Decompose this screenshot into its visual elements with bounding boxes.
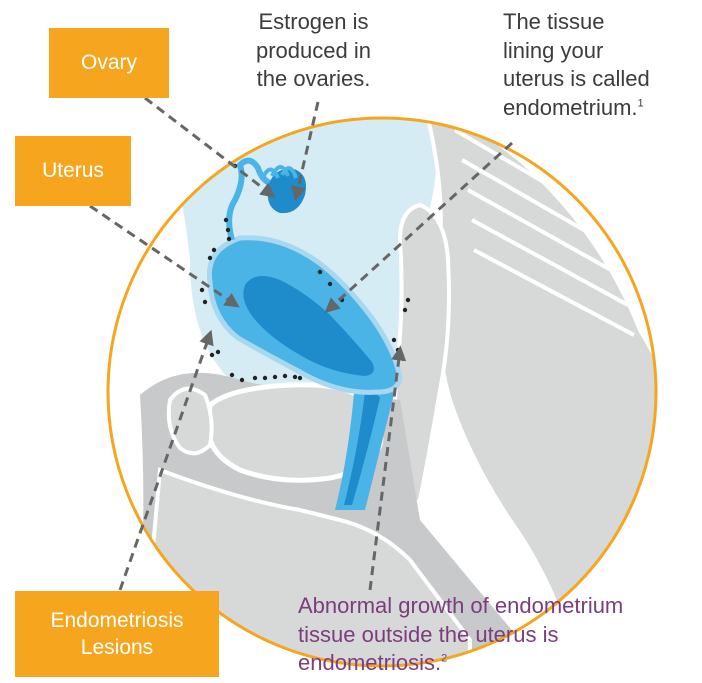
- ovary-label: Ovary: [49, 28, 169, 98]
- reference-2: 2: [441, 653, 447, 665]
- pubic-bone: [169, 389, 212, 454]
- endometrium-caption-line: The tissue: [503, 8, 650, 37]
- estrogen-caption-line: produced in: [256, 37, 371, 66]
- estrogen-caption-line: Estrogen is: [256, 8, 371, 37]
- uterus-label-text: Uterus: [42, 157, 104, 184]
- endometrium-caption-line: endometrium.1: [503, 94, 650, 123]
- ovary-label-text: Ovary: [81, 49, 137, 76]
- reference-1: 1: [638, 97, 644, 109]
- endometrium-caption-line: uterus is called: [503, 65, 650, 94]
- endometriosis-caption-line: Abnormal growth of endometrium: [298, 592, 623, 621]
- endometriosis-caption-text: endometriosis.: [298, 650, 441, 675]
- uterus-label: Uterus: [15, 136, 131, 206]
- estrogen-caption-line: the ovaries.: [256, 65, 371, 94]
- endometrium-caption-text: endometrium.: [503, 95, 638, 120]
- endometriosis-caption-line: endometriosis.2: [298, 649, 623, 678]
- lesions-label: Endometriosis Lesions: [15, 591, 219, 677]
- endometriosis-caption-line: tissue outside the uterus is: [298, 621, 623, 650]
- endometrium-caption-line: lining your: [503, 37, 650, 66]
- lesions-label-line2: Lesions: [81, 634, 153, 661]
- lesions-label-line1: Endometriosis: [50, 607, 183, 634]
- endometriosis-caption: Abnormal growth of endometrium tissue ou…: [298, 592, 623, 678]
- estrogen-caption: Estrogen is produced in the ovaries.: [256, 8, 371, 94]
- endometrium-caption: The tissue lining your uterus is called …: [503, 8, 650, 122]
